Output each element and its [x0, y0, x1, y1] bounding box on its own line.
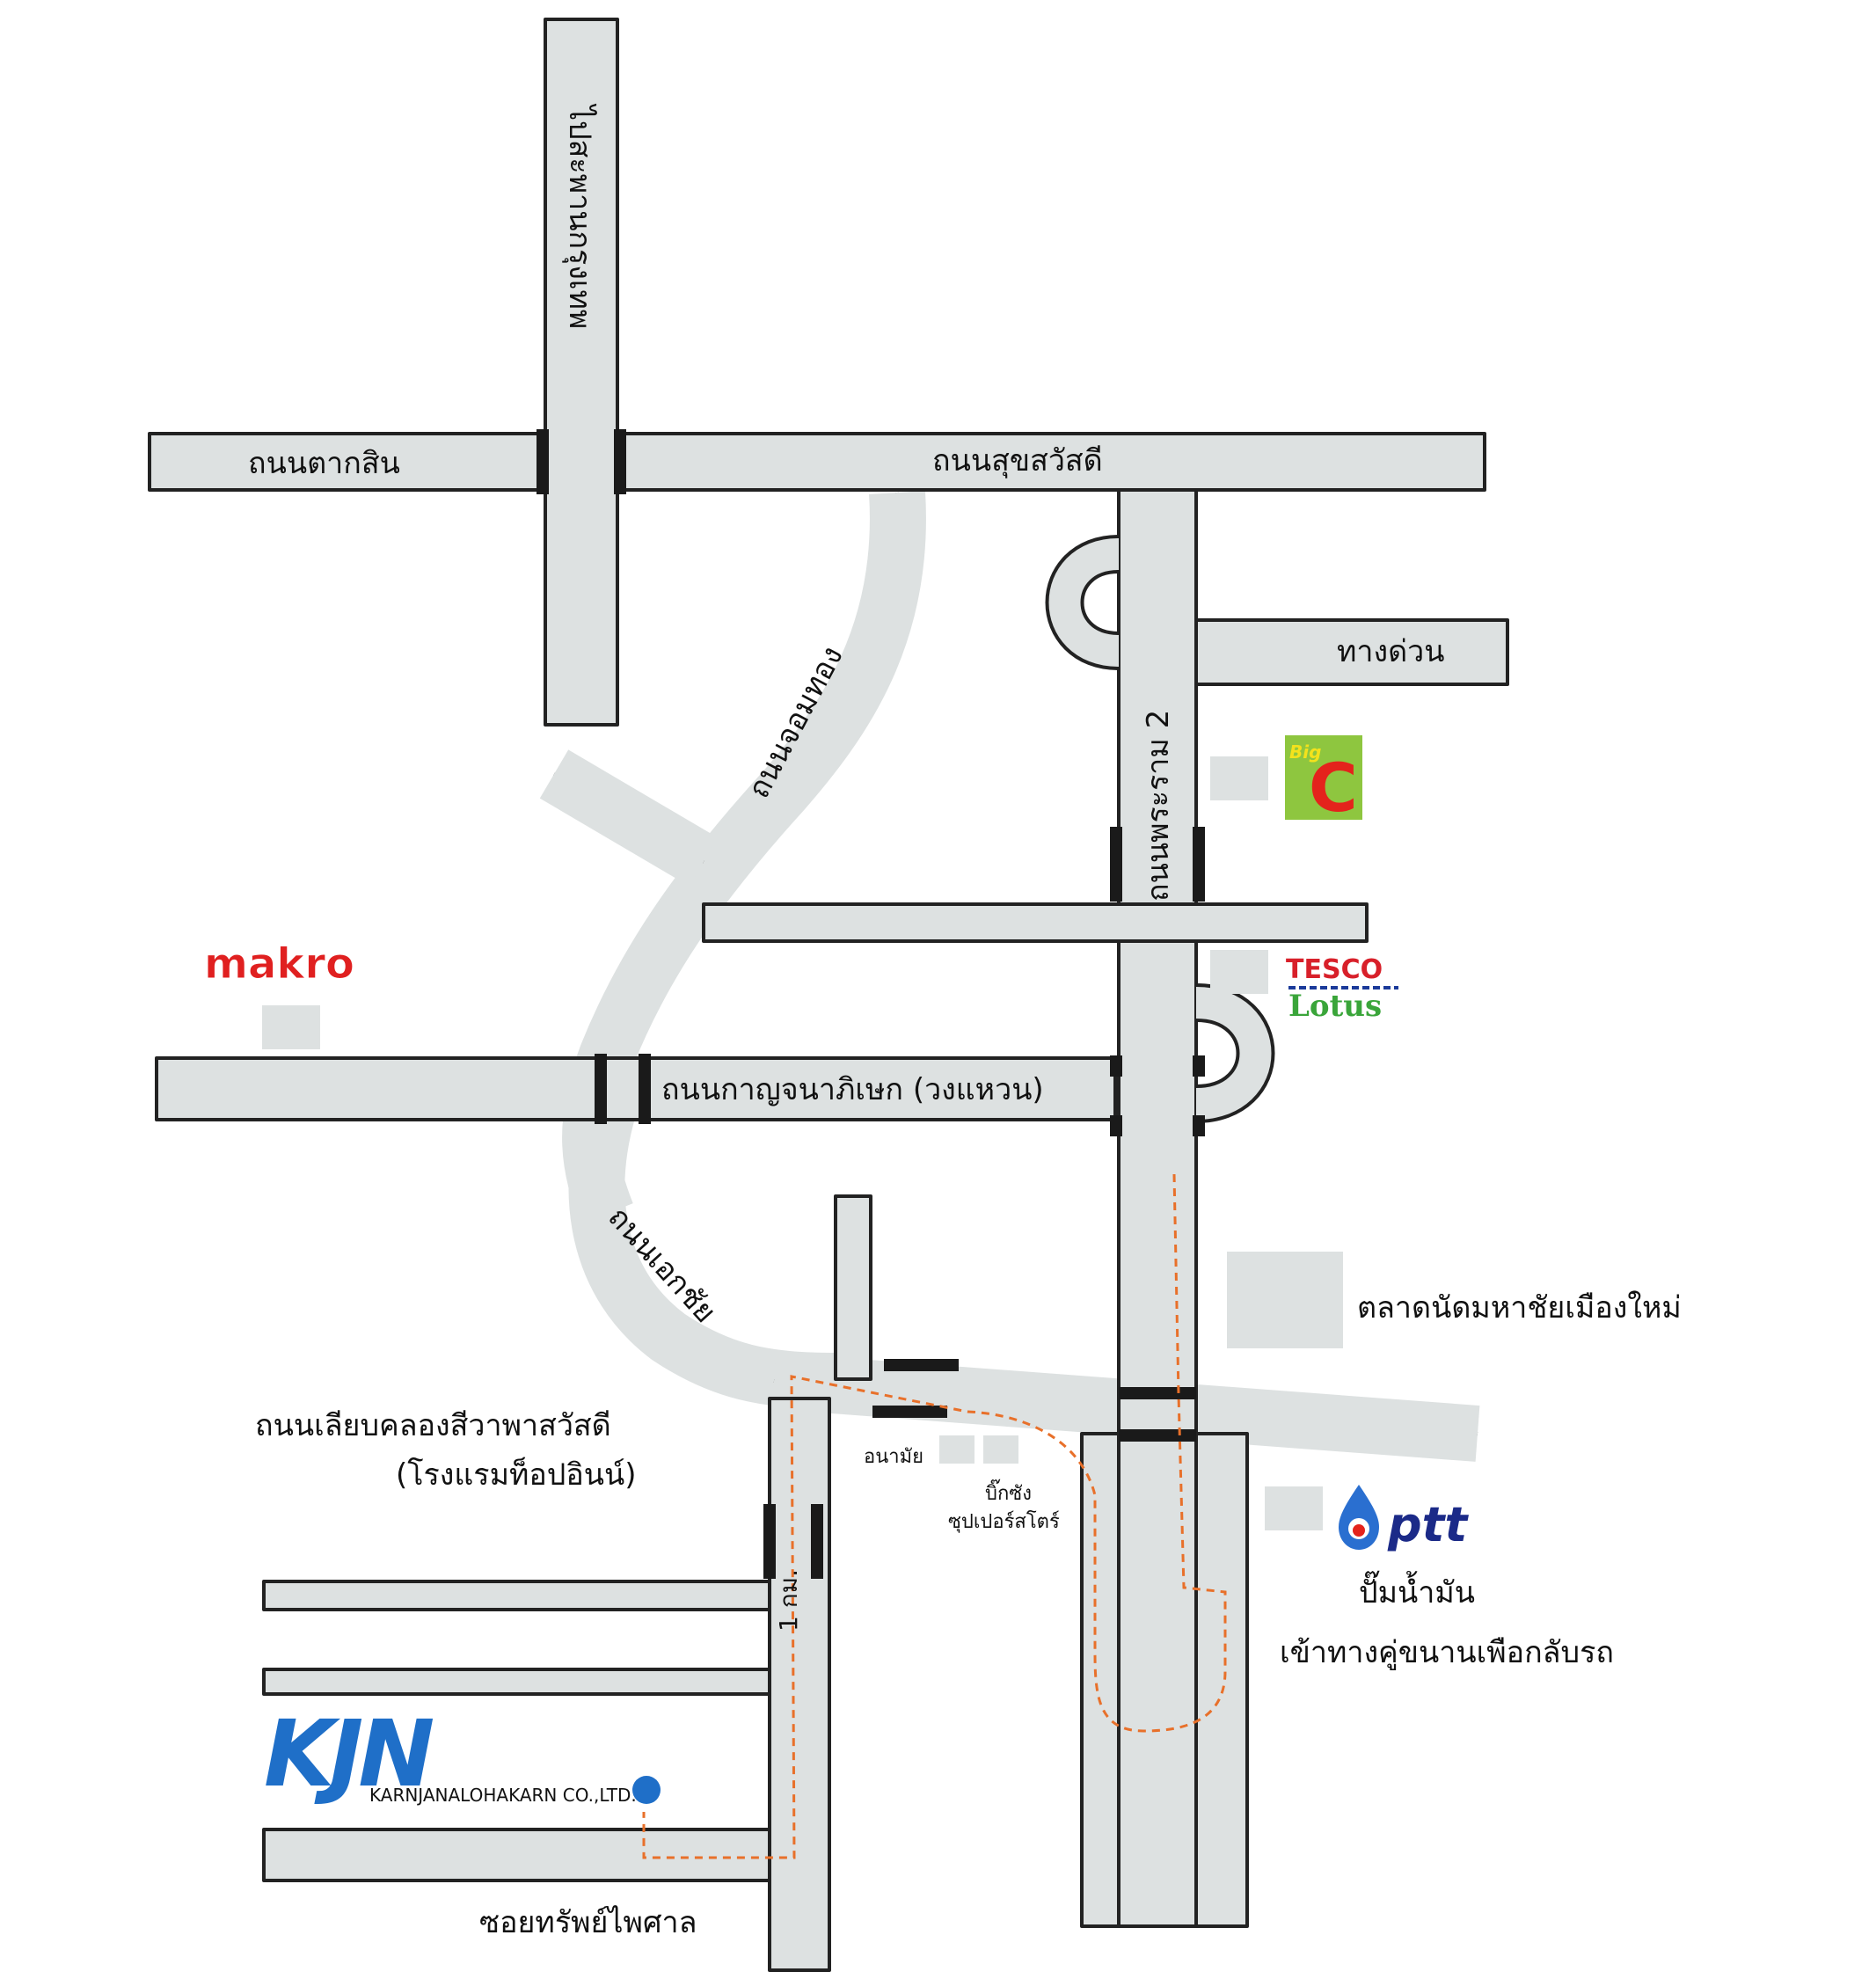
makro-building [262, 1005, 320, 1049]
label-gas-station: ปั๊มน้ำมัน [1359, 1570, 1475, 1610]
label-bigc-supercenter-1: บิ๊กซัง [985, 1479, 1032, 1505]
label-expressway: ทางด่วน [1337, 634, 1445, 669]
label-distance: 1 กม. [774, 1569, 803, 1632]
label-u-turn-note: เข้าทางคู่ขนานเพือกลับรถ [1280, 1635, 1614, 1670]
route-path [642, 1173, 1227, 1859]
label-soi-sap-phaisan: ซอยทรัพย์ไพศาล [479, 1905, 697, 1940]
road-kanchanaphisek [155, 1056, 1117, 1121]
label-kanchanaphisek: ถนนกาญจนาภิเษก (วงแหวน) [661, 1072, 1044, 1107]
kjn-company-name: KARNJANALOHAKARN CO.,LTD. [369, 1785, 637, 1806]
tesco-building [1210, 950, 1268, 994]
bigc-logo-c: C [1309, 749, 1358, 827]
bigc-supercenter-building [983, 1435, 1018, 1464]
label-khlong-sawa-1: ถนนเลียบคลองสีวาพาสวัสดี [255, 1408, 611, 1443]
label-to-krungthep-bridge: ไปสะพานกรุงเทพ [562, 103, 597, 329]
road-spur-northwest [539, 749, 719, 887]
road-soi-sap-phaisan [262, 1828, 771, 1882]
road-middle-connector [702, 902, 1369, 943]
label-rama2: ถนนพระราม 2 [1141, 710, 1176, 902]
road-expressway [1194, 618, 1509, 686]
ptt-flame-icon [1339, 1485, 1379, 1550]
tesco-lotus-logo: TESCO Lotus [1286, 954, 1398, 1024]
bigc-logo: Big C [1285, 735, 1362, 827]
ptt-building [1265, 1486, 1323, 1530]
label-taksin: ถนนตากสิน [248, 446, 400, 481]
kjn-logo-text: KJN [264, 1700, 433, 1807]
ptt-logo: ptt [1339, 1485, 1469, 1552]
ptt-logo-text: ptt [1387, 1497, 1469, 1552]
road-to-krungthep-bridge [544, 18, 619, 727]
interchange-loop-north [1045, 535, 1120, 670]
bigc-building [1210, 756, 1268, 800]
road-ekkachai [568, 1091, 836, 1409]
road-rama2-frontage-east [1194, 1432, 1249, 1928]
road-taksin-suksawat [148, 432, 1486, 492]
bigc-logo-big: Big [1289, 741, 1321, 763]
road-lane-1 [262, 1580, 771, 1611]
label-health-center: อนามัย [864, 1446, 923, 1468]
location-dot-icon [632, 1776, 661, 1804]
road-rama2-frontage-west [1080, 1432, 1120, 1928]
road-lower-access [768, 1397, 831, 1972]
label-market: ตลาดนัดมหาชัยเมืองใหม่ [1357, 1290, 1682, 1325]
road-spur-north [834, 1194, 872, 1381]
label-suksawat: ถนนสุขสวัสดี [932, 443, 1103, 478]
health-center-building [939, 1435, 974, 1464]
road-lane-2 [262, 1668, 771, 1696]
label-khlong-sawa-2: (โรงแรมท็อปอินน์) [396, 1457, 637, 1493]
road-rama2 [1117, 488, 1198, 1928]
makro-logo: makro [204, 939, 354, 989]
interchange-loop-south [1194, 983, 1275, 1123]
market-building [1227, 1252, 1343, 1348]
lotus-logo-text: Lotus [1288, 989, 1382, 1024]
tesco-logo-text: TESCO [1286, 954, 1383, 985]
bridge-marker-icon [537, 429, 1205, 1579]
kjn-logo: KJN KARNJANALOHAKARN CO.,LTD. [264, 1700, 637, 1807]
label-bigc-supercenter-2: ซุปเปอร์สโตร์ [948, 1510, 1060, 1533]
